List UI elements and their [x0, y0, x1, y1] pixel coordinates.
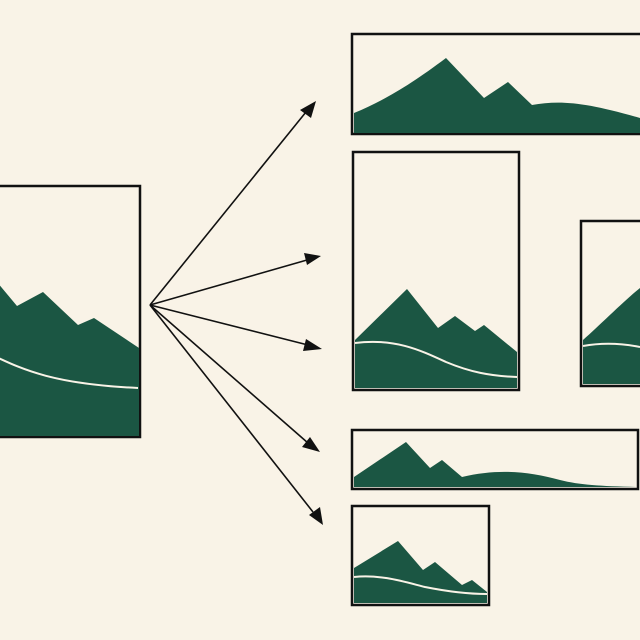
- output-square-mountain: [583, 288, 640, 384]
- source-wave: [0, 357, 139, 389]
- output-panoramic: [350, 428, 640, 491]
- output-portrait: [351, 150, 521, 392]
- arrow-to-landscape: [149, 304, 314, 513]
- arrows: [149, 101, 323, 525]
- arrow-head-portrait: [304, 253, 321, 265]
- output-square: [579, 219, 640, 388]
- output-portrait-wave: [354, 340, 518, 378]
- output-landscape-mountain: [354, 541, 487, 603]
- arrow-head-panoramic: [302, 437, 320, 452]
- output-wide: [350, 32, 640, 136]
- arrow-to-portrait: [149, 259, 308, 306]
- source-image: [0, 184, 142, 439]
- output-panoramic-mountain: [354, 442, 636, 487]
- arrow-head-square: [303, 339, 322, 351]
- arrow-to-square: [149, 304, 309, 346]
- arrow-to-panoramic: [149, 304, 309, 444]
- arrow-to-wide: [149, 111, 307, 306]
- source-mountain: [0, 285, 139, 389]
- output-wide-mountain: [354, 58, 640, 133]
- arrow-head-landscape: [309, 507, 323, 525]
- arrow-head-wide: [300, 101, 316, 118]
- output-square-wave: [582, 342, 640, 348]
- output-landscape: [350, 504, 491, 607]
- output-portrait-mountain: [355, 289, 517, 388]
- output-landscape-wave: [353, 575, 488, 595]
- source-ground: [0, 389, 139, 436]
